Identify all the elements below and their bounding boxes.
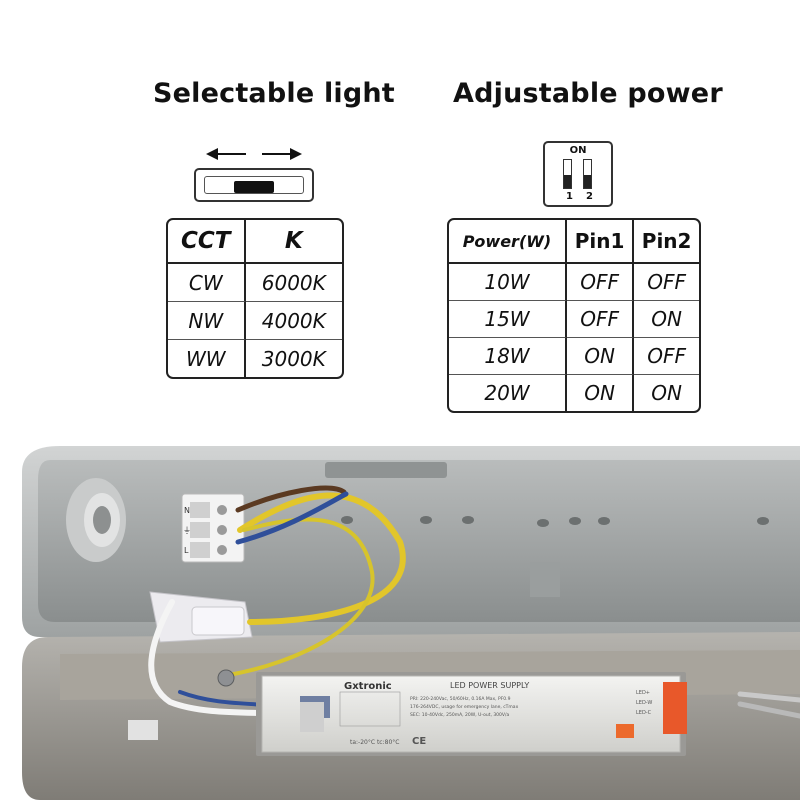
power-table: Power(W) Pin1 Pin2 10W OFF OFF 15W OFF O… — [447, 218, 701, 413]
pin1-cell: OFF — [566, 264, 635, 301]
pin2-cell: ON — [651, 381, 682, 405]
power-cell: 18W — [449, 338, 567, 375]
driver-label: LED POWER SUPPLY — [450, 681, 529, 690]
terminal-label-earth: ⏚ — [183, 526, 191, 535]
cct-slide-switch — [194, 168, 314, 202]
pin1-cell: OFF — [566, 301, 635, 338]
selectable-light-heading: Selectable light — [153, 78, 395, 109]
led-driver: Gxtronic LED POWER SUPPLY PRI: 220-240Va… — [256, 672, 687, 756]
kelvin-header: K — [245, 220, 342, 264]
driver-spec-3: SEC: 10-40Vdc, 250mA, 20W, U-out, 300V/a — [410, 712, 509, 718]
table-row: 20W ON ON — [449, 375, 699, 411]
terminal-block: N ⏚ L — [181, 493, 245, 563]
adjustable-power-heading: Adjustable power — [453, 78, 723, 109]
white-connector — [149, 591, 253, 643]
input-terminal-block — [300, 702, 324, 732]
pin2-header: Pin2 — [634, 220, 699, 264]
power-cell: 10W — [449, 264, 567, 301]
dip-switch-1 — [563, 159, 572, 189]
cct-cell: CW — [168, 264, 246, 302]
slide-direction-arrows-icon — [206, 148, 302, 160]
dip-switch-on-label: ON — [569, 145, 587, 156]
power-header: Power(W) — [449, 220, 567, 264]
slide-switch-track — [204, 176, 304, 194]
table-row: 15W OFF ON — [449, 301, 699, 338]
table-row: CW 6000K — [168, 264, 342, 302]
pin1-cell: ON — [567, 375, 635, 411]
driver-temp: ta:-20°C tc:80°C — [350, 739, 399, 746]
terminal-label-l: L — [184, 546, 189, 555]
driver-marks: CE — [412, 736, 426, 747]
driver-terminal-label-1: LED+ — [636, 690, 650, 696]
fixture-photo: N ⏚ L Gxtronic LED POWER SUPPLY PRI: 220… — [22, 446, 800, 800]
terminal-label-n: N — [184, 506, 190, 515]
pin2-cell: ON — [634, 301, 699, 338]
cct-cell: NW — [168, 302, 246, 340]
output-terminal-block — [663, 682, 687, 734]
driver-spec-2: 176-264VDC, usage for emergency lane, cT… — [410, 704, 519, 710]
driver-terminal-label-2: LED-W — [636, 700, 652, 706]
kelvin-cell: 6000K — [245, 264, 342, 302]
table-row: WW 3000K — [168, 340, 342, 377]
table-row: 18W ON OFF — [449, 338, 699, 375]
cct-table-header: CCT K — [168, 220, 342, 264]
pin2-cell: OFF — [634, 338, 699, 375]
kelvin-cell: 4000K — [245, 302, 342, 340]
pin2-cell: OFF — [634, 264, 699, 301]
cct-cell: WW — [168, 340, 246, 377]
pin1-cell: ON — [566, 338, 635, 375]
driver-brand: Gxtronic — [344, 681, 392, 692]
cct-header: CCT — [168, 220, 246, 264]
cct-table: CCT K CW 6000K NW 4000K WW 3000K — [166, 218, 344, 379]
table-row: 10W OFF OFF — [449, 264, 699, 301]
dip-switch-number-1: 1 — [566, 191, 573, 202]
power-cell: 20W — [449, 375, 567, 411]
power-table-header: Power(W) Pin1 Pin2 — [449, 220, 699, 264]
earth-screw-icon — [217, 669, 235, 687]
dip-switch-number-2: 2 — [586, 191, 593, 202]
table-row: NW 4000K — [168, 302, 342, 340]
slide-switch-knob — [234, 181, 274, 193]
pin1-header: Pin1 — [566, 220, 635, 264]
power-dip-switch-on-driver — [616, 724, 634, 738]
kelvin-cell: 3000K — [261, 346, 326, 371]
upper-housing — [22, 446, 800, 637]
dip-switch-2 — [583, 159, 592, 189]
driver-spec-1: PRI: 220-240Vac, 50/60Hz, 0.16A Max, PF0… — [410, 696, 511, 702]
driver-terminal-label-3: LED-C — [636, 710, 652, 716]
power-cell: 15W — [449, 301, 567, 338]
power-dip-switch: ON 1 2 — [543, 141, 613, 207]
cable-gland — [66, 478, 126, 562]
